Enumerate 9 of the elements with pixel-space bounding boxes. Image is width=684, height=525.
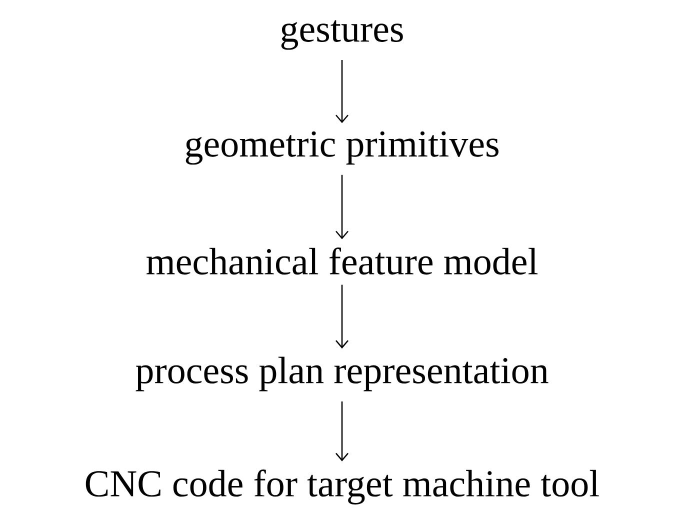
- arrow: [336, 174, 348, 240]
- text-label: geometric primitives: [186, 131, 498, 165]
- text-label: process plan representation: [136, 356, 548, 392]
- arrow: [336, 284, 348, 349]
- text-label: gestures: [281, 20, 403, 50]
- arrow: [336, 60, 348, 124]
- text-label: mechanical feature model: [146, 247, 538, 275]
- arrow: [336, 401, 348, 462]
- text-label: CNC code for target machine tool: [86, 470, 599, 504]
